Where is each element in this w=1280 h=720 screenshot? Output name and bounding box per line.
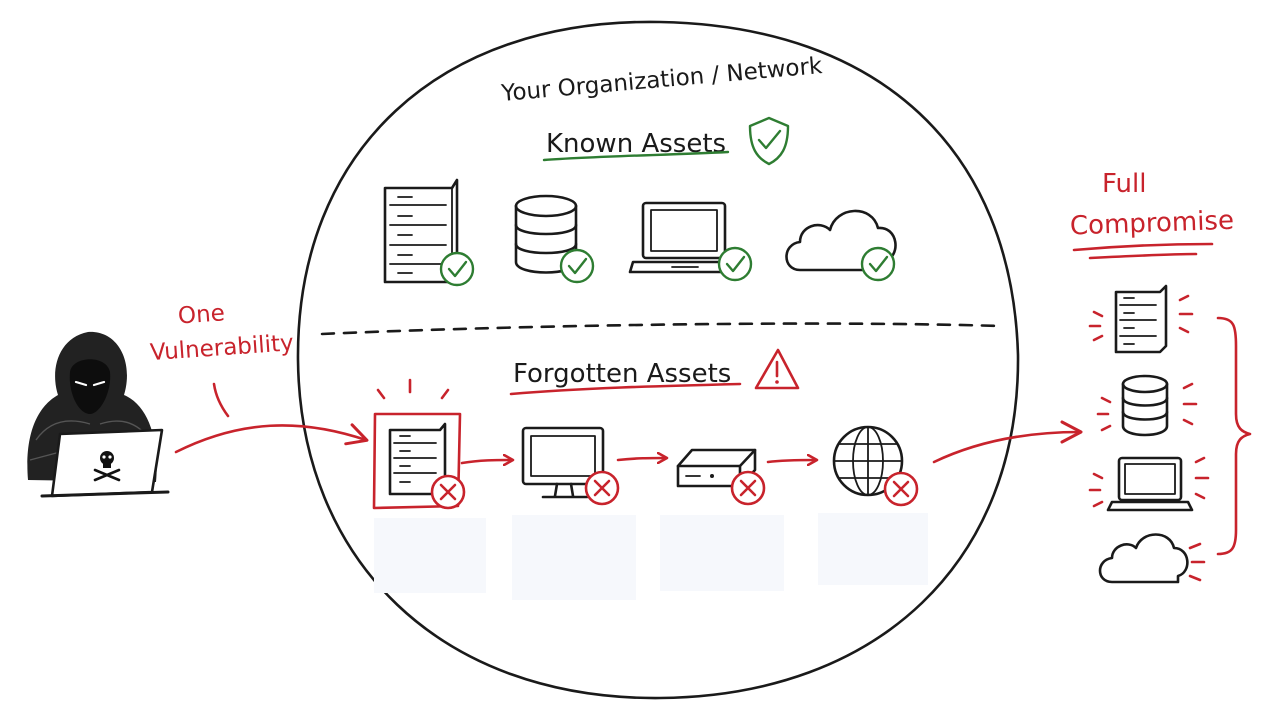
placeholder-box	[374, 518, 486, 593]
known-server	[383, 178, 475, 287]
x-icon	[430, 474, 466, 510]
alert-marks	[1188, 542, 1206, 582]
result-underline	[1072, 242, 1214, 252]
cloud-icon	[1098, 533, 1189, 584]
chain-arrow-1	[460, 460, 512, 463]
monitor-icon	[521, 426, 605, 499]
cloud-icon	[785, 209, 897, 272]
attack-label-line2: Vulnerability	[149, 330, 294, 366]
alert-marks	[1096, 382, 1198, 432]
attack-label-pointer	[212, 382, 230, 418]
known-laptop	[628, 201, 753, 282]
known-assets-underline	[542, 150, 730, 162]
check-icon	[559, 248, 595, 284]
result-label-line1: Full	[1102, 169, 1146, 199]
x-icon	[730, 470, 766, 506]
hacker-figure	[27, 331, 170, 498]
check-icon	[717, 246, 753, 282]
laptop-icon	[1106, 456, 1194, 512]
compromise-brace	[1216, 316, 1252, 556]
attack-arrow	[174, 423, 369, 454]
globe-icon	[832, 425, 904, 497]
placeholder-box	[660, 515, 784, 591]
forgotten-monitor	[521, 426, 620, 506]
known-database	[514, 194, 595, 284]
chain-arrow-3	[766, 460, 816, 462]
result-label-line2: Compromise	[1069, 206, 1234, 242]
server-icon	[1114, 284, 1168, 354]
database-icon	[1121, 374, 1169, 437]
forgotten-router	[676, 448, 766, 506]
placeholder-box	[512, 515, 636, 600]
placeholder-box	[818, 513, 928, 585]
compromised-cloud	[1098, 533, 1206, 584]
compromised-laptop	[1088, 456, 1210, 512]
divider-line	[320, 322, 1002, 336]
attack-label-line1: One	[177, 300, 226, 329]
organization-boundary	[296, 20, 1020, 700]
x-icon	[883, 471, 919, 507]
compromised-server	[1088, 284, 1194, 354]
known-cloud	[785, 209, 897, 282]
skull-crossbones-icon	[93, 451, 121, 482]
alert-marks	[1088, 456, 1210, 508]
organization-label: Your Organization / Network	[499, 53, 824, 107]
result-underline	[1088, 252, 1198, 260]
warning-icon	[754, 348, 800, 390]
compromise-arrow	[932, 420, 1083, 464]
alert-marks	[376, 378, 450, 400]
shield-check-icon	[748, 116, 790, 166]
check-icon	[860, 246, 896, 282]
chain-arrow-2	[616, 458, 666, 460]
compromised-database	[1096, 374, 1198, 437]
check-icon	[439, 251, 475, 287]
forgotten-globe	[832, 425, 919, 507]
forgotten-assets-underline	[509, 382, 742, 396]
alert-marks	[1088, 294, 1194, 342]
forgotten-server	[372, 378, 466, 510]
x-icon	[584, 470, 620, 506]
